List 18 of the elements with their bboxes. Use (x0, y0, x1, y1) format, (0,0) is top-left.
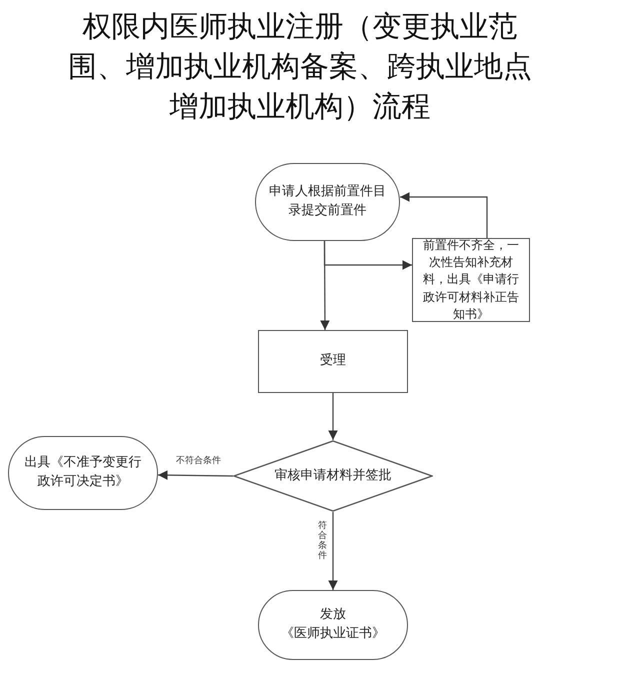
edge-label: 符合条件 (318, 522, 327, 562)
node-label: 审核申请材料并签批 (274, 466, 392, 485)
node-label: 申请人根据前置件目录提交前置件 (268, 183, 387, 220)
arrow (158, 470, 233, 480)
arrow (328, 393, 338, 440)
process-box (258, 330, 408, 393)
node-label: 出具《不准予变更行政许可决定书》 (24, 454, 142, 491)
diagram-title: 权限内医师执业注册（变更执业范围、增加执业机构备案、跨执业地点增加执业机构）流程 (67, 8, 533, 125)
arrow (320, 241, 330, 330)
node-label: 前置件不齐全，一次性告知补充材料，出具《申请行政许可材料补正告知书》 (423, 236, 519, 324)
arrow (328, 512, 338, 590)
node-label: 《医师执业证书》 (281, 625, 385, 643)
arrow (400, 192, 488, 238)
edge-label: 不符合条件 (176, 456, 221, 467)
node-label: 发放 (320, 606, 346, 624)
decision-diamond (233, 440, 433, 512)
note-box (412, 238, 530, 322)
node-label: 受理 (320, 352, 346, 370)
